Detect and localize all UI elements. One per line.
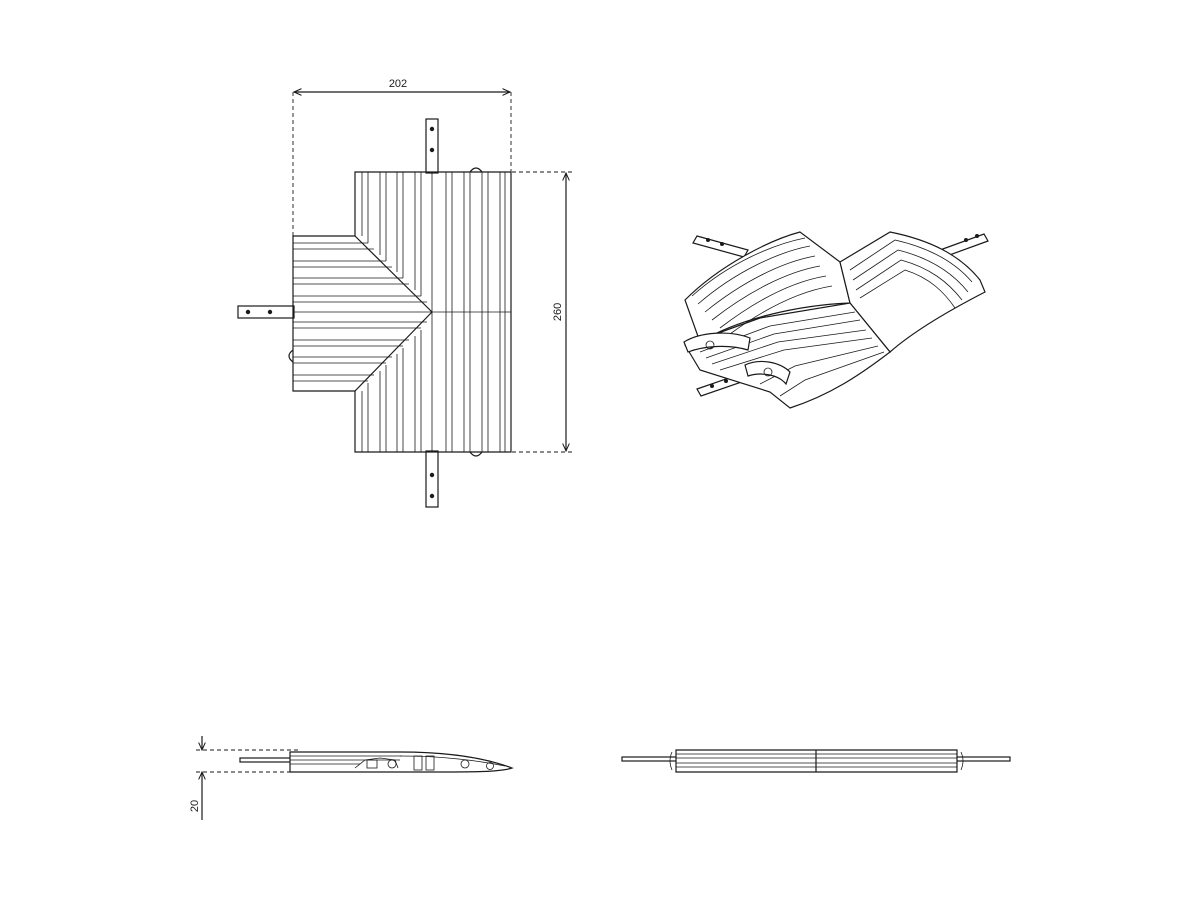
- iso-ribs: [691, 237, 973, 397]
- width-dimension-label: 202: [389, 78, 407, 90]
- branch-ribs: [293, 242, 511, 382]
- mitre-seam-lower: [354, 311, 433, 392]
- iso-end-profiles: [683, 332, 791, 386]
- bottom-mounting-tab: [425, 450, 439, 508]
- front-view-details: [669, 750, 964, 772]
- profile-height-dimension: 20: [189, 736, 300, 820]
- side-view-details: [290, 755, 506, 771]
- profile-height-label: 20: [189, 800, 201, 812]
- connector-knob-bottom: [469, 451, 483, 457]
- connector-knob-top: [469, 167, 483, 173]
- connector-knob-left: [288, 349, 294, 363]
- side-view: 20: [189, 736, 514, 820]
- mitre-seam-upper: [354, 235, 433, 313]
- iso-tab-left: [692, 235, 749, 258]
- front-view-tab-left: [621, 756, 679, 762]
- top-view: 202 260: [237, 78, 575, 508]
- left-mounting-tab: [237, 305, 295, 319]
- front-view: [621, 749, 1011, 773]
- height-dimension-label: 260: [552, 303, 564, 321]
- side-view-body: [289, 751, 514, 773]
- height-dimension: 260: [512, 171, 575, 453]
- width-dimension: 202: [292, 78, 512, 236]
- top-mounting-tab: [425, 118, 439, 174]
- isometric-view: [683, 231, 989, 409]
- side-view-tab: [239, 757, 295, 763]
